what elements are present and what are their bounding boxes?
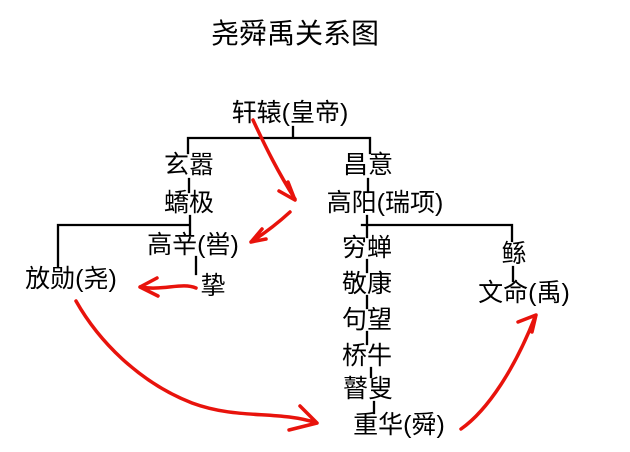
node-changyi: 昌意 xyxy=(342,151,394,179)
node-gaoyang: 高阳(瑞项) xyxy=(326,189,444,217)
node-gusou: 瞽叟 xyxy=(342,375,394,403)
arrow-xuanyuan-to-gaoyang xyxy=(251,118,297,202)
diagram-title: 尧舜禹关系图 xyxy=(210,18,380,49)
node-qiongchan: 穷蝉 xyxy=(341,234,393,262)
node-zhi: 挚 xyxy=(200,272,226,300)
node-wenming: 文命(禹) xyxy=(478,279,570,307)
node-jingkang: 敬康 xyxy=(341,270,393,298)
node-xuanxiao: 玄嚣 xyxy=(163,151,215,179)
arrow-gaoyang-to-gaoxin xyxy=(249,210,292,244)
arrow-chonghua-to-wenming xyxy=(459,313,538,431)
node-jiaoji: 蟜极 xyxy=(163,189,215,217)
node-fangxun: 放勋(尧) xyxy=(25,265,117,293)
arrow-zhi-to-fangxun xyxy=(138,276,198,298)
node-gaoxin: 高辛(喾) xyxy=(147,231,239,259)
node-gun: 鲧 xyxy=(501,240,527,268)
node-qiaoniu: 桥牛 xyxy=(341,342,393,370)
node-xuanyuan: 轩辕(皇帝) xyxy=(231,99,349,127)
node-juwang: 句望 xyxy=(341,306,393,334)
node-chonghua: 重华(舜) xyxy=(353,411,445,439)
tree-connector-lines xyxy=(56,125,515,415)
arrow-fangxun-to-chonghua xyxy=(74,299,319,432)
